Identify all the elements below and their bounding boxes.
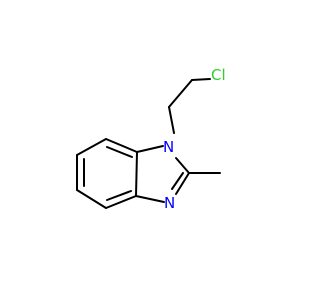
nitrogen-atom-label-n1: N	[163, 138, 174, 156]
bond-c2-n3-double	[171, 172, 184, 190]
chlorine-atom-label: Cl	[211, 66, 226, 84]
bond-ch2-n1	[168, 106, 175, 134]
bond-c3a-c7a	[135, 151, 138, 197]
bond-c7a-c7-double	[106, 146, 133, 158]
bond-c4-c3a	[105, 195, 137, 209]
bond-c5-c4	[76, 189, 107, 209]
bond-c7a-c7	[105, 138, 138, 153]
bond-c4-c3a-double	[106, 190, 132, 201]
bond-n3-c3a	[135, 195, 165, 203]
nitrogen-atom-label-n3: N	[164, 194, 175, 212]
bond-c7-c6	[76, 138, 107, 156]
bond-ch2-ch2	[168, 79, 193, 108]
bond-n1-c7a	[136, 145, 164, 153]
bond-n1-c2	[175, 157, 190, 174]
bond-cl-ch2	[191, 78, 211, 81]
bond-c2-n3	[175, 172, 190, 195]
molecule-structure: Cl N N	[76, 66, 226, 212]
